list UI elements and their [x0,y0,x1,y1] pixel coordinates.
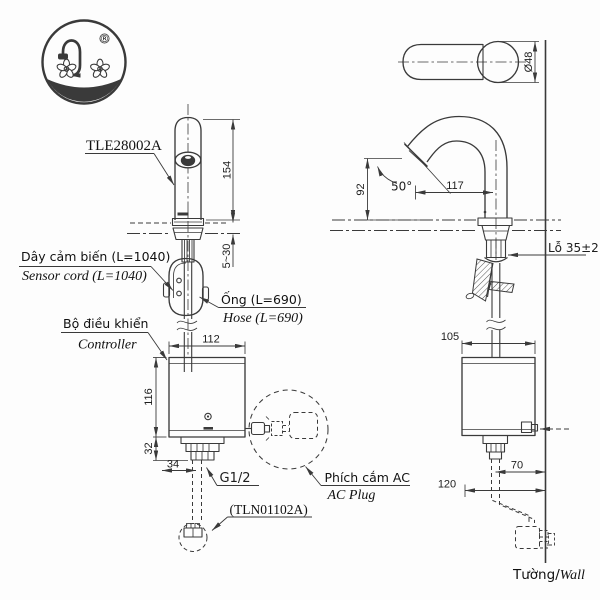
logo-faucet-icon [58,39,82,78]
controller-label-en: Controller [78,338,137,353]
front-view: 154 5~30 112 116 32 34 [19,104,410,552]
hose-break-front [176,320,198,331]
supply-hose-side [486,263,506,358]
dim-controller-height-116: 116 [143,357,167,438]
mounting-flange-side [477,217,513,263]
faucet-body-front [174,116,202,220]
svg-text:116: 116 [143,388,155,406]
svg-text:32: 32 [143,442,155,454]
logo-flower-right-icon [90,58,110,78]
svg-text:92: 92 [355,183,367,195]
controller-slot [203,427,213,430]
ac-plug-label-vi: Phích cắm AC [325,470,411,485]
svg-text:105: 105 [441,331,459,343]
svg-text:117: 117 [446,180,464,192]
registered-mark-circle [99,33,110,44]
dim-fitting-height-32: 32 [143,437,188,461]
svg-text:112: 112 [202,334,220,346]
dim-controller-depth-105: 105 [441,331,536,354]
body-indicator-mark [177,212,189,216]
mounting-flange-front [171,217,205,241]
svg-text:34: 34 [167,459,179,471]
svg-text:Ø48: Ø48 [523,52,535,73]
svg-text:120: 120 [438,479,456,491]
sensor-cord-label-group: Dây cảm biến (L=1040) Sensor cord (L=104… [19,249,174,291]
sensor-cord-label-vi: Dây cảm biến (L=1040) [21,249,170,264]
top-view-spout [398,40,526,84]
registered-mark: ® [100,34,110,45]
svg-text:50°: 50° [391,180,412,194]
dim-outlet-to-wall-70: 70 [495,460,546,475]
controller-box-front [168,356,246,438]
side-view: Ø48 50° 117 92 [330,40,599,583]
svg-text:70: 70 [511,460,523,472]
supply-pipe-dashed [192,460,202,521]
threaded-shank-front [181,238,195,263]
svg-text:5~30: 5~30 [221,244,233,269]
ac-plug-label-en: AC Plug [327,488,376,503]
dim-spout-reach-117: 117 [415,180,493,200]
ac-plug-detail [245,389,329,470]
logo-flower-left-icon [56,58,77,78]
model-label-group: TLE28002A [85,138,175,186]
svg-text:154: 154 [222,161,234,179]
fixing-bracket-side [465,258,515,302]
controller-label-group: Bộ điều khiển Controller [61,316,168,361]
model-label: TLE28002A [86,138,162,154]
outlet-fitting-front [180,436,225,461]
toto-brand-logo: ® [41,19,127,105]
sensor-cord-label-en: Sensor cord (L=1040) [22,269,147,284]
hose-label-group: Ống (L=690) Hose (L=690) [199,291,306,326]
dim-deck-thickness-5-30: 5~30 [221,212,236,269]
sensor-window [174,151,202,169]
dim-cord-to-wall-120: 120 [438,479,546,497]
ac-plug-detail-circle [248,389,329,470]
ac-plug-label-group: Phích cắm AC AC Plug [305,466,411,503]
stop-valve-label-group: (TLN01102A) [211,502,312,531]
hose-label-en: Hose (L=690) [222,311,303,326]
supply-hose-front [183,262,193,372]
controller-led [204,412,212,421]
counter-lines-front [127,222,243,234]
dim-fitting-width-34: 34 [162,459,196,473]
logo-basin-shape [47,79,121,102]
dim-controller-width-112: 112 [168,334,246,354]
logo-circle [41,19,127,105]
hole-label: Lỗ 35±2 [548,241,599,255]
hole-label-group: Lỗ 35±2 [508,241,599,258]
counter-lines-side [330,219,561,231]
hose-label-vi: Ống (L=690) [221,291,302,307]
dim-spout-angle-50: 50° [377,142,451,194]
power-cord-dashed [491,459,535,525]
stop-valve-detail [178,523,208,552]
dim-spout-diameter-48: Ø48 [498,41,539,83]
controller-label-vi: Bộ điều khiển [63,316,148,331]
thread-size-label-group: G1/2 [206,467,259,486]
controller-box-side [461,356,539,437]
wall-label: Tường/Wall [512,567,585,583]
wall-plug-dashed [515,526,555,549]
dim-spout-height-154: 154 [203,119,240,221]
ac-inlet-connector [520,421,533,434]
outlet-fitting-side [482,434,509,460]
thread-size-label: G1/2 [220,471,251,486]
stop-valve-label: (TLN01102A) [230,502,308,517]
